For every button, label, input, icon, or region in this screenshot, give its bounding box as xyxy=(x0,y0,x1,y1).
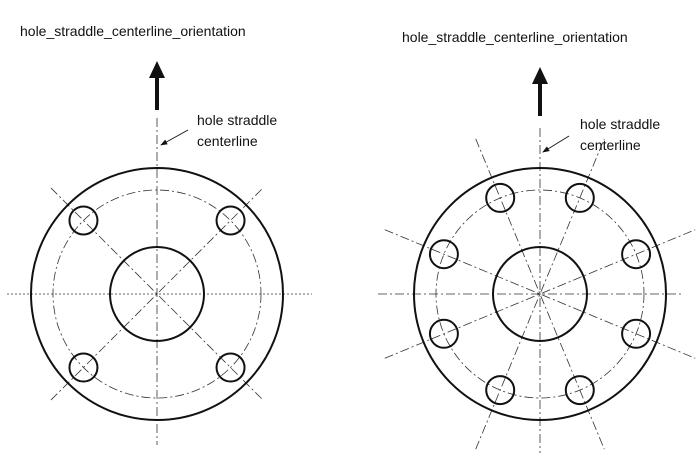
bolt-hole xyxy=(485,182,516,213)
label-leader-arrow xyxy=(542,135,570,153)
hole-radial-centerline xyxy=(50,187,264,401)
left-title: hole_straddle_centerline_orientation xyxy=(20,23,246,39)
right-label-line2: centerline xyxy=(580,137,641,153)
right-label-line1: hole straddle xyxy=(580,116,661,132)
bolt-hole xyxy=(428,239,459,270)
hole-radial-centerline xyxy=(384,229,696,359)
bolt-hole xyxy=(428,318,459,349)
left-label-line2: centerline xyxy=(197,133,258,149)
outer-flange-circle xyxy=(30,167,284,421)
bolt-hole xyxy=(68,352,99,383)
bolt-hole xyxy=(485,375,516,406)
hole-radial-centerline xyxy=(384,229,696,359)
left-label-line1: hole straddle xyxy=(197,112,278,128)
orientation-arrow-head-icon xyxy=(532,67,548,84)
left-centerline-label: hole straddle centerline xyxy=(197,110,277,152)
bolt-hole xyxy=(621,318,652,349)
bolt-hole xyxy=(564,182,595,213)
bolt-circle xyxy=(435,189,645,399)
center-bore-circle xyxy=(492,246,588,342)
orientation-arrow-head-icon xyxy=(149,61,165,78)
label-leader-arrow xyxy=(160,129,189,146)
bolt-hole xyxy=(564,375,595,406)
flange-right-8-holes xyxy=(378,67,696,453)
bolt-hole xyxy=(68,205,99,236)
center-bore-circle xyxy=(109,246,205,342)
bolt-hole xyxy=(215,205,246,236)
bolt-hole xyxy=(621,239,652,270)
outer-flange-circle xyxy=(413,167,667,421)
flange-left-4-holes xyxy=(7,61,312,445)
right-centerline-label: hole straddle centerline xyxy=(580,114,660,156)
hole-radial-centerline xyxy=(475,138,605,450)
bolt-circle xyxy=(52,189,262,399)
bolt-hole xyxy=(215,352,246,383)
hole-radial-centerline xyxy=(475,138,605,450)
right-title: hole_straddle_centerline_orientation xyxy=(402,29,628,45)
